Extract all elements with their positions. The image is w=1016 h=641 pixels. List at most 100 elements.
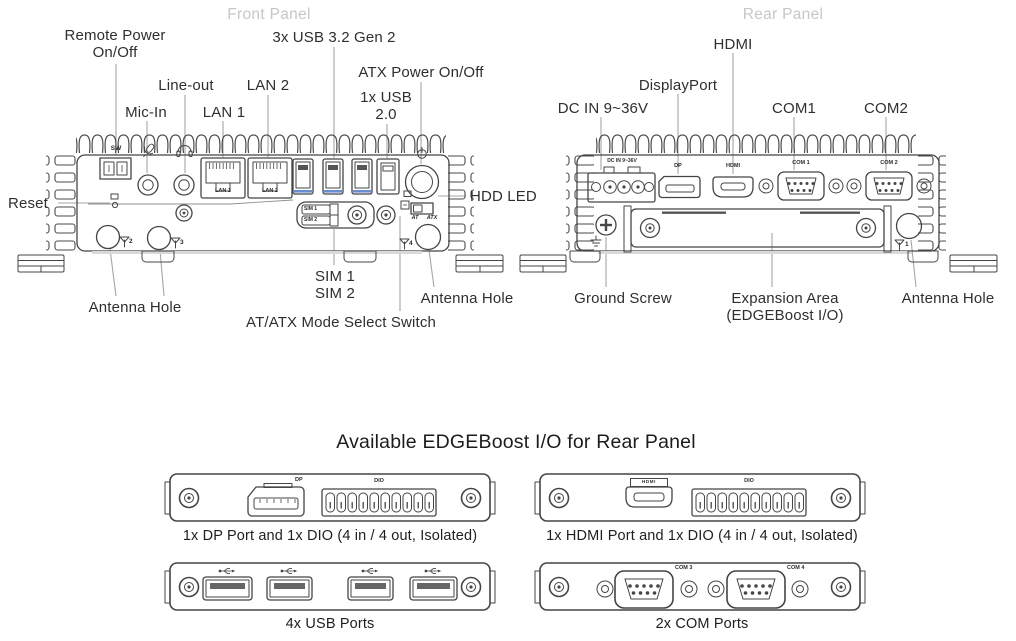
front-panel-drawing: [17, 134, 504, 273]
antenna-mark-3: 3: [180, 239, 184, 246]
power-symbol-icon: [417, 147, 427, 159]
usb-icon: [218, 568, 236, 574]
left-fin-column: [46, 154, 77, 251]
callout-dc-in: DC IN 9~36V: [557, 100, 649, 117]
com3-port: [596, 570, 698, 609]
module1-dio-label: DIO: [374, 478, 384, 484]
base-bar: [92, 251, 422, 254]
usb-port: [266, 576, 313, 601]
usb-port: [202, 576, 253, 601]
line-out-icon: [176, 145, 193, 157]
rear-panel-drawing: [519, 134, 998, 273]
module-dp-dio-drawing: [164, 473, 496, 522]
antenna-hole: [95, 224, 121, 250]
module2-hdmi-label: HDMI: [630, 478, 668, 487]
sma-connector: [376, 205, 396, 225]
foot-tab: [569, 250, 601, 263]
antenna-hole: [895, 212, 923, 240]
dp-port: [247, 483, 305, 517]
mic-icon: [143, 143, 155, 158]
foot-tab: [141, 250, 175, 263]
callout-expansion-area: Expansion Area (EDGEBoost I/O): [726, 290, 844, 324]
com1-silkscreen: COM 1: [792, 160, 810, 166]
callout-hdmi: HDMI: [713, 36, 753, 53]
base-bar: [598, 251, 912, 254]
com4-port: [707, 570, 809, 609]
module4-caption: 2x COM Ports: [655, 616, 749, 632]
hdmi-silkscreen: HDMI: [725, 163, 741, 169]
expansion-area: [623, 205, 892, 253]
callout-lan2: LAN 2: [246, 77, 290, 94]
sma-connector: [175, 204, 193, 222]
callout-antenna-hole-left: Antenna Hole: [88, 299, 182, 316]
front-panel-title: Front Panel: [227, 6, 311, 23]
heatsink-fins: [76, 134, 446, 155]
callout-hdd-led: HDD LED: [470, 188, 537, 205]
usb-icon: [361, 568, 379, 574]
heatsink-fins: [596, 134, 916, 155]
sim-tray: [296, 201, 375, 229]
mounting-foot-left: [17, 254, 65, 273]
usb-icon: [424, 568, 442, 574]
antenna-hole: [414, 223, 442, 251]
callout-com2: COM2: [864, 100, 908, 117]
callout-sim: SIM 1 SIM 2: [315, 268, 355, 302]
callout-atx-power: ATX Power On/Off: [358, 64, 484, 81]
callout-mic-in: Mic-In: [125, 104, 167, 121]
module-com-drawing: [534, 562, 866, 611]
rear-panel-title: Rear Panel: [742, 6, 824, 23]
com1-port: [758, 171, 844, 201]
antenna-symbol-icon: [894, 239, 905, 251]
module3-caption: 4x USB Ports: [285, 616, 375, 632]
sw-silkscreen: SW: [110, 145, 122, 152]
dc-in-terminal: [587, 166, 656, 203]
module2-dio-label: DIO: [744, 478, 754, 484]
callout-displayport: DisplayPort: [638, 77, 718, 94]
mounting-foot-right: [455, 254, 504, 273]
callout-antenna-hole-rear: Antenna Hole: [901, 290, 995, 307]
remote-power-terminal: [99, 157, 132, 180]
panel-contour-line: [88, 199, 294, 205]
hdd-led: [400, 190, 412, 210]
sim2-silkscreen: SIM 2: [304, 217, 318, 223]
lan2-port: [247, 157, 293, 199]
mic-in-jack: [137, 174, 159, 196]
callout-usb2: 1x USB 2.0: [360, 89, 412, 123]
module-hdmi-dio-drawing: [534, 473, 866, 522]
dp-silkscreen: DP: [674, 163, 682, 169]
right-fin-column: [918, 154, 946, 251]
module2-caption: 1x HDMI Port and 1x DIO (4 in / 4 out, I…: [546, 528, 858, 544]
callout-lan1: LAN 1: [202, 104, 246, 121]
module4-com3-label: COM 3: [675, 565, 693, 571]
callout-line-out: Line-out: [158, 77, 214, 94]
usb-icon: [280, 568, 298, 574]
module-usb-drawing: [164, 562, 496, 611]
hdmi-port: [712, 176, 754, 198]
edgeboost-heading: Available EDGEBoost I/O for Rear Panel: [336, 431, 696, 453]
callout-com1: COM1: [772, 100, 816, 117]
atx-silkscreen: ATX: [426, 215, 438, 221]
antenna-mark-4: 4: [409, 240, 413, 247]
line-out-jack: [173, 174, 195, 196]
antenna-hole: [146, 225, 172, 251]
dio-terminal: [321, 488, 437, 517]
mounting-foot-left: [519, 254, 567, 273]
callout-ground-screw: Ground Screw: [574, 290, 672, 307]
antenna-symbol-icon: [399, 238, 410, 250]
reset-button: [110, 193, 119, 209]
ground-symbol-icon: [590, 235, 602, 247]
usb3-port-1: [292, 158, 314, 195]
ground-screw: [595, 214, 617, 236]
lan1-port: [200, 157, 246, 199]
sim1-silkscreen: SIM 1: [304, 206, 318, 212]
module1-dp-label: DP: [295, 477, 303, 483]
usb3-port-2: [322, 158, 344, 195]
foot-tab: [343, 250, 377, 263]
hdmi-port: [625, 486, 673, 508]
lan1-silkscreen: LAN 1: [215, 188, 231, 194]
mounting-foot-right: [949, 254, 998, 273]
antenna-symbol-icon: [170, 237, 181, 249]
at-atx-switch: [410, 202, 434, 215]
